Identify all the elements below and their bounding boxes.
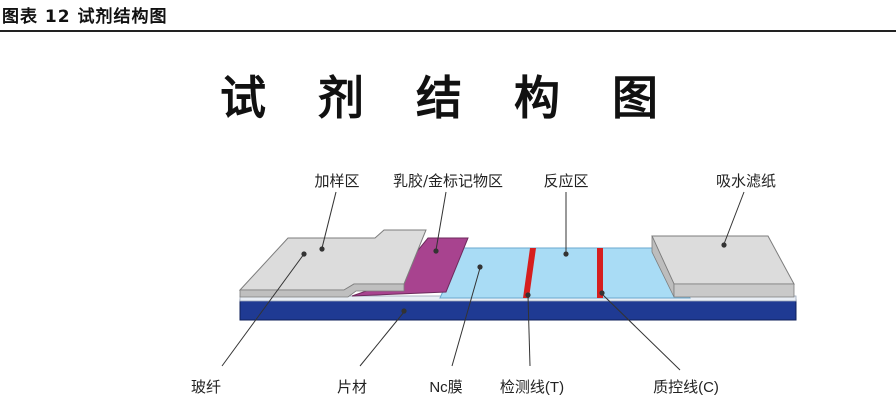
leader-glass-fiber: [221, 253, 305, 367]
control-line: [597, 248, 603, 298]
label-nc-membrane: Nc膜: [429, 379, 462, 396]
label-glass-fiber: 玻纤: [191, 378, 221, 396]
label-backing-card: 片材: [337, 378, 367, 396]
leader-control-line: [601, 293, 681, 371]
leader-dot-backing-card: [401, 308, 407, 314]
leader-sample-pad: [321, 191, 337, 249]
figure-caption: 图表 12 试剂结构图: [2, 7, 168, 27]
leader-dot-conjugate-pad: [433, 248, 439, 254]
leader-absorbent-pad: [723, 191, 745, 245]
label-sample-pad: 加样区: [314, 172, 359, 190]
sample-pad: [238, 229, 427, 291]
backing-card: [239, 299, 797, 321]
leader-backing-card: [359, 311, 405, 367]
leader-dot-nc-membrane: [477, 264, 483, 270]
caption-divider: [0, 30, 896, 32]
diagram-title: 试 剂 结 构 图: [219, 71, 677, 125]
label-reaction-zone: 反应区: [543, 172, 588, 190]
leader-dot-reaction-zone: [563, 251, 569, 257]
leader-dot-test-line: [525, 292, 531, 298]
leader-dot-absorbent-pad: [721, 242, 727, 248]
test-line: [523, 248, 536, 298]
label-conjugate-pad: 乳胶/金标记物区: [393, 172, 503, 190]
leader-nc-membrane: [451, 267, 481, 367]
sample-pad-edge: [239, 283, 405, 298]
label-absorbent-pad: 吸水滤纸: [716, 172, 776, 190]
absorbent-pad-front: [673, 283, 795, 298]
label-control-line: 质控线(C): [653, 379, 719, 396]
label-test-line: 检测线(T): [500, 379, 564, 396]
leader-test-line: [527, 295, 531, 367]
leader-dot-sample-pad: [319, 246, 325, 252]
leader-dot-glass-fiber: [301, 251, 307, 257]
leader-dot-control-line: [599, 290, 605, 296]
leader-conjugate-pad: [435, 191, 447, 251]
